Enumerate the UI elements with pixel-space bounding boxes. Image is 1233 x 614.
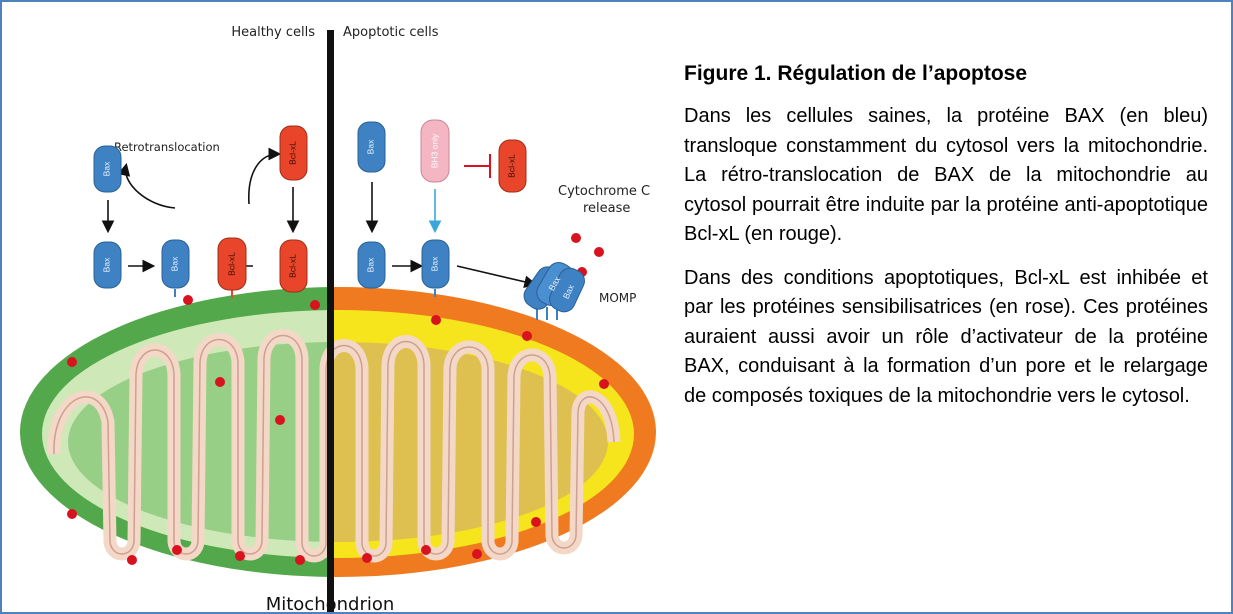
svg-text:Bax: Bax — [169, 256, 179, 271]
caption-title: Figure 1. Régulation de l’apoptose — [684, 62, 1208, 86]
figure-caption: Figure 1. Régulation de l’apoptose Dans … — [684, 62, 1208, 425]
svg-text:Bax: Bax — [365, 139, 375, 154]
mitochondrion-label: Mitochondrion — [266, 594, 395, 614]
bh3-only-protein: BH3 only — [421, 120, 449, 182]
bax-protein-cytosol-2: Bax — [94, 242, 121, 288]
center-divider — [327, 30, 334, 614]
cytochrome-release-label-line1: Cytochrome C — [558, 184, 650, 199]
caption-paragraph-healthy: Dans les cellules saines, la protéine BA… — [684, 102, 1208, 250]
caption-paragraph-apoptotic: Dans des conditions apoptotiques, Bcl-xL… — [684, 264, 1208, 412]
svg-text:Bax: Bax — [101, 161, 111, 176]
momp-label: MOMP — [599, 291, 636, 305]
header-healthy-cells: Healthy cells — [231, 25, 315, 40]
bax-protein-membrane-healthy: Bax — [162, 240, 189, 288]
bclxl-protein-membrane: Bcl-xL — [218, 238, 246, 290]
bax-protein-cytosol-1: Bax — [94, 146, 121, 192]
bh3-inhibition-symbol — [464, 154, 490, 178]
svg-text:Bax: Bax — [429, 256, 439, 271]
svg-text:Bax: Bax — [365, 257, 375, 272]
svg-text:Bcl-xL: Bcl-xL — [287, 141, 297, 165]
svg-text:Bcl-xL: Bcl-xL — [506, 154, 516, 178]
svg-text:Bcl-xL: Bcl-xL — [226, 252, 236, 276]
bax-protein-apoptotic-cytosol-1: Bax — [358, 122, 385, 172]
header-apoptotic-cells: Apoptotic cells — [343, 25, 439, 40]
retrotranslocation-label: Retrotranslocation — [114, 140, 220, 154]
cytochrome-release-label-line2: release — [583, 201, 630, 216]
bax-pore-oligomer: Bax Bax — [520, 258, 588, 315]
svg-text:Bax: Bax — [101, 257, 111, 272]
bclxl-protein-apoptotic: Bcl-xL — [499, 140, 526, 192]
bclxl-protein-cytosol-2: Bcl-xL — [280, 240, 307, 292]
bax-protein-apoptotic-cytosol-2: Bax — [358, 242, 385, 288]
apoptosis-diagram: Healthy cells Apoptotic cells Retrotrans… — [2, 2, 672, 614]
svg-text:Bcl-xL: Bcl-xL — [287, 254, 297, 278]
bclxl-protein-cytosol-1: Bcl-xL — [280, 126, 307, 180]
bax-protein-apoptotic-membrane: Bax — [422, 240, 449, 288]
svg-text:BH3 only: BH3 only — [429, 133, 439, 168]
